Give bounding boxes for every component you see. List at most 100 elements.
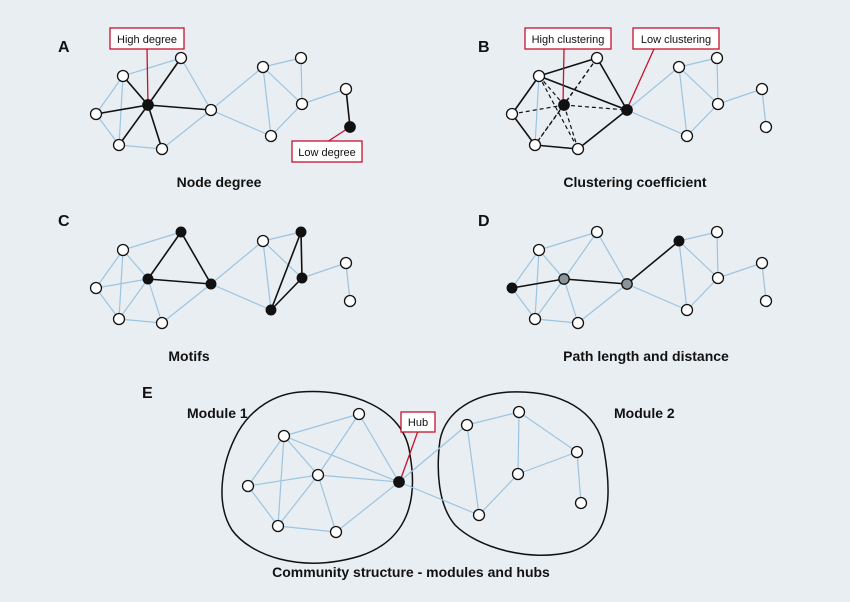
panel-a-edge (147, 104, 163, 150)
panel-b-edge (717, 88, 763, 105)
panel-c-node (295, 226, 307, 238)
panel-d-edge (563, 278, 628, 285)
panel-a-edge (118, 144, 163, 150)
panel-a-node (142, 99, 154, 111)
panel-e-edge (247, 474, 319, 487)
callout-box (109, 27, 185, 50)
panel-c-node (296, 272, 308, 284)
panel-d-edge (717, 262, 763, 279)
panel-c-edge (122, 249, 149, 280)
panel-b-edge (511, 75, 540, 115)
panel-a-node (256, 60, 270, 74)
panel-e-edge (335, 481, 400, 533)
panel-c-node (339, 256, 353, 270)
panel-d-edge (511, 249, 540, 289)
panel-d-node (711, 271, 725, 285)
panel-c-edge (122, 231, 182, 251)
panel-c-edge (262, 231, 302, 242)
panel-e-edge (247, 435, 285, 487)
panel-b-edge (678, 57, 718, 68)
panel-d-edge (534, 318, 579, 324)
panel-d-node (673, 235, 685, 247)
panel-b-edge (577, 109, 628, 150)
panel-b-edge (761, 88, 767, 128)
panel-a-edge (262, 57, 302, 68)
hub-node (393, 476, 405, 488)
panel-c-node (112, 312, 126, 326)
caption-motifs: Motifs (168, 348, 209, 364)
panel-c-edge (262, 240, 272, 311)
panel-d-edge (511, 287, 536, 320)
callout-box (632, 27, 720, 50)
panel-a-edge (95, 104, 149, 115)
panel-c-node (343, 294, 357, 308)
panel-a-node (339, 82, 353, 96)
panel-c-edge (301, 262, 347, 279)
panel-a-node (174, 51, 188, 65)
panel-c-edge (270, 277, 303, 311)
panel-e-node (512, 405, 526, 419)
panel-c-edge (262, 240, 303, 279)
panel-c-edge (95, 278, 149, 289)
panel-a-node (264, 129, 278, 143)
panel-d-node (759, 294, 773, 308)
panel-a-node (155, 142, 169, 156)
panel-c-node (116, 243, 130, 257)
panel-d-edge (534, 249, 540, 320)
callout-box (400, 411, 436, 433)
nodes-layer (89, 51, 773, 539)
panel-d-node (571, 316, 585, 330)
panel-d-edge (577, 283, 628, 324)
panel-b-edge (511, 113, 536, 146)
panel-d-edge (511, 278, 565, 289)
panel-e-edge (398, 424, 468, 483)
panel-a-node (116, 69, 130, 83)
callout-low-clustering: Low clustering (632, 27, 720, 50)
panel-c-node (265, 304, 277, 316)
module-2-outline (437, 391, 609, 556)
panel-e-edge (277, 474, 319, 527)
panel-letter-d: D (478, 213, 490, 230)
panel-b-node (759, 120, 773, 134)
caption-node-degree: Node degree (177, 174, 262, 190)
panel-e-edge (317, 474, 400, 483)
panel-e-edge (517, 451, 578, 475)
panel-b-edge (534, 57, 598, 146)
panel-letter-a: A (58, 39, 70, 56)
panel-b-edge (511, 104, 565, 115)
panel-e-node (570, 445, 584, 459)
panel-c-edge (161, 283, 212, 324)
panel-e-edge (283, 435, 319, 476)
callout-label: Hub (408, 417, 428, 429)
panel-b-node (710, 51, 724, 65)
panel-b-edge (538, 75, 565, 106)
panel-c-node (155, 316, 169, 330)
panel-a-node (344, 121, 356, 133)
panel-e-edge (358, 413, 400, 483)
panel-b-node (571, 142, 585, 156)
panel-d-node (506, 282, 518, 294)
callout-label: High degree (117, 34, 177, 46)
panel-letter-b: B (478, 39, 490, 56)
panel-a-edge (262, 66, 272, 137)
panel-b-node (590, 51, 604, 65)
panel-letter-e: E (142, 385, 153, 402)
panel-d-edge (626, 283, 688, 311)
panel-b-node (528, 138, 542, 152)
panel-a-edge (147, 57, 182, 106)
panel-b-edge (678, 66, 688, 137)
panel-c-edge (345, 262, 351, 302)
panel-d-node (680, 303, 694, 317)
panel-c-edge (118, 318, 163, 324)
panel-b-edge (626, 109, 688, 137)
caption-clustering-coefficient: Clustering coefficient (563, 174, 706, 190)
panel-e-node (574, 496, 588, 510)
panel-d-edge (626, 240, 680, 285)
panel-e-node (511, 467, 525, 481)
panel-c-node (175, 226, 187, 238)
panel-b-edge (686, 103, 719, 137)
panel-a-edge (301, 88, 347, 105)
panel-c-edge (180, 231, 212, 285)
panel-e-edge (576, 451, 582, 504)
